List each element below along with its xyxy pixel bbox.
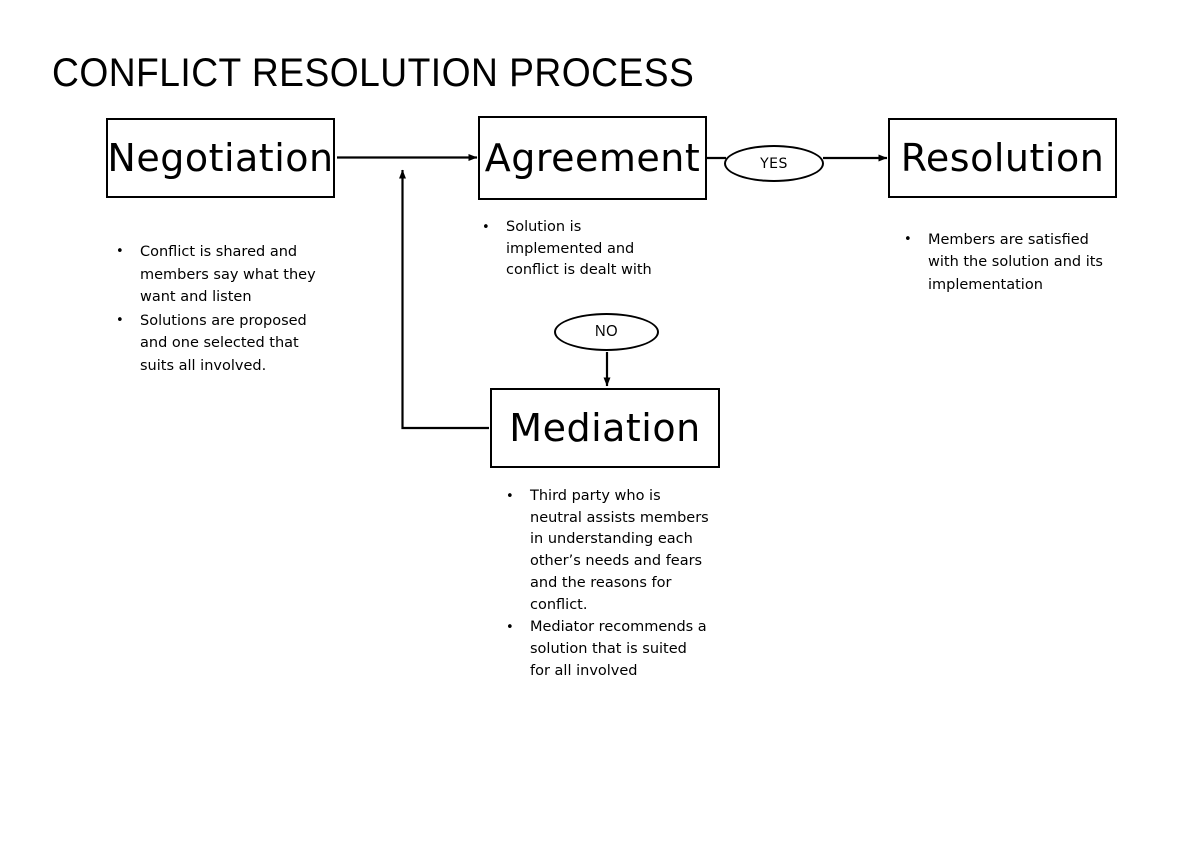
- list-item: Members are satisfied with the solution …: [902, 229, 1114, 296]
- decision-no[interactable]: NO: [554, 313, 659, 351]
- decision-yes-label: YES: [760, 155, 788, 172]
- bullets-agreement: Solution is implemented and conflict is …: [480, 217, 670, 283]
- list-item: Conflict is shared and members say what …: [114, 241, 330, 309]
- node-mediation[interactable]: Mediation: [490, 388, 720, 468]
- list-item: Third party who is neutral assists membe…: [504, 486, 710, 616]
- bullets-negotiation: Conflict is shared and members say what …: [114, 241, 330, 379]
- list-item: Mediator recommends a solution that is s…: [504, 617, 710, 682]
- decision-no-label: NO: [595, 323, 618, 340]
- decision-yes[interactable]: YES: [724, 145, 824, 182]
- node-negotiation[interactable]: Negotiation: [106, 118, 335, 198]
- node-negotiation-label: Negotiation: [107, 136, 334, 180]
- node-agreement-label: Agreement: [484, 136, 701, 180]
- bullets-resolution: Members are satisfied with the solution …: [902, 229, 1114, 297]
- list-item: Solutions are proposed and one selected …: [114, 310, 330, 378]
- bullets-mediation: Third party who is neutral assists membe…: [504, 486, 710, 683]
- node-mediation-label: Mediation: [509, 406, 701, 450]
- node-agreement[interactable]: Agreement: [478, 116, 707, 200]
- connector-mediation-feedback: [399, 169, 489, 430]
- list-item: Solution is implemented and conflict is …: [480, 217, 670, 282]
- node-resolution-label: Resolution: [900, 136, 1105, 180]
- page-title: CONFLICT RESOLUTION PROCESS: [52, 51, 695, 95]
- node-resolution[interactable]: Resolution: [888, 118, 1117, 198]
